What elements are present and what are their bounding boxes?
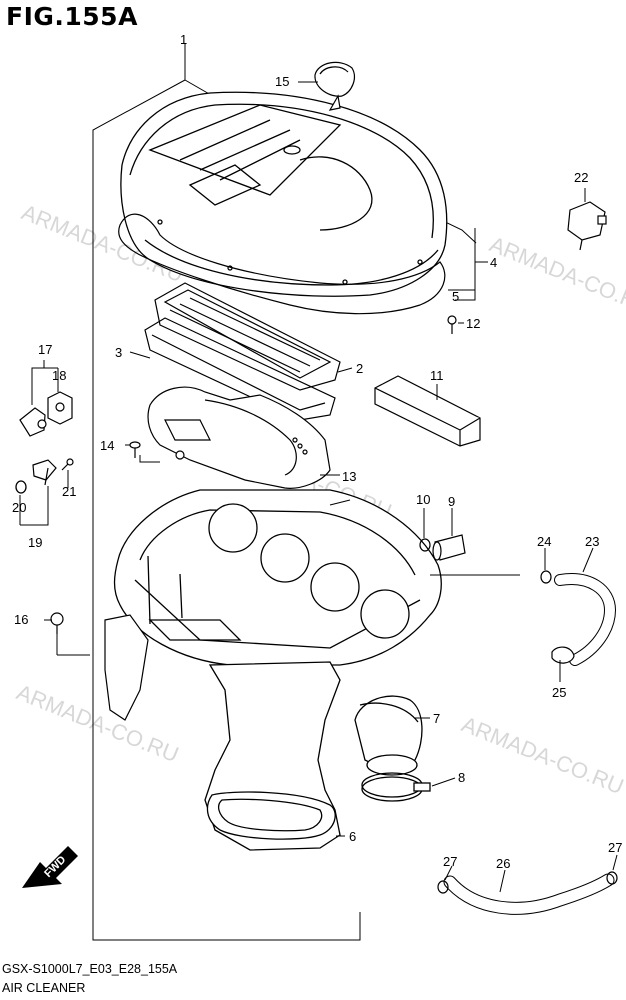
fwd-arrow-icon: FWD (22, 846, 78, 888)
intake-funnel-housing (147, 386, 331, 489)
callout-17: 17 (38, 342, 52, 357)
watermark-4: ARMADA-CO.RU (13, 679, 182, 767)
callout-22: 22 (574, 170, 588, 185)
callout-26: 26 (496, 856, 510, 871)
sensor-boot (47, 391, 73, 425)
intake-air-pressure-sensor (567, 201, 607, 251)
filter-frame (144, 317, 336, 421)
callout-25: 25 (552, 685, 566, 700)
callout-13: 13 (342, 469, 356, 484)
bolt-16 (50, 612, 64, 634)
hose-clip-27a (437, 880, 449, 894)
hose-clip-small (419, 538, 431, 552)
callout-12: 12 (466, 316, 480, 331)
figure-code: GSX-S1000L7_E03_E28_155A (2, 962, 178, 976)
intake-duct (204, 661, 341, 851)
callout-9: 9 (448, 494, 455, 509)
air-cleaner-cover (120, 91, 448, 297)
air-temp-sensor (19, 407, 47, 437)
callout-3: 3 (115, 345, 122, 360)
screw-21 (61, 458, 74, 471)
callout-24: 24 (537, 534, 551, 549)
callout-1: 1 (180, 32, 187, 47)
callout-21: 21 (62, 484, 76, 499)
screw-14 (129, 441, 141, 458)
hose-clip-27b (606, 871, 618, 885)
hose-clamp (361, 772, 431, 802)
callout-18: 18 (52, 368, 66, 383)
callout-7: 7 (433, 711, 440, 726)
resonator-block (374, 375, 481, 447)
callout-4: 4 (490, 255, 497, 270)
callout-labels: 1 2 3 4 5 6 7 8 9 10 11 12 13 14 15 16 1… (12, 32, 622, 871)
callout-8: 8 (458, 770, 465, 785)
filter-element (154, 282, 341, 391)
callout-15: 15 (275, 74, 289, 89)
callout-27a: 27 (443, 854, 457, 869)
callout-5: 5 (452, 289, 459, 304)
callout-10: 10 (416, 492, 430, 507)
callout-20: 20 (12, 500, 26, 515)
side-duct (104, 614, 149, 721)
screw-12 (447, 315, 457, 334)
short-hose (432, 534, 466, 561)
watermark-2: ARMADA-CO.RU (486, 231, 626, 319)
figure-name: AIR CLEANER (2, 981, 86, 995)
o-ring (15, 480, 27, 494)
callout-2: 2 (356, 361, 363, 376)
hose-clamp-25 (551, 646, 575, 664)
callout-19: 19 (28, 535, 42, 550)
hose-clip-24 (540, 570, 552, 584)
callout-6: 6 (349, 829, 356, 844)
callout-11: 11 (430, 368, 444, 383)
figure-title: FIG.155A (6, 2, 138, 31)
callout-27b: 27 (608, 840, 622, 855)
breather-cap (314, 61, 355, 111)
leader-lines (19, 44, 618, 940)
air-cleaner-case (113, 489, 442, 666)
sensor-bracket (32, 459, 57, 486)
watermark-5: ARMADA-CO.RU (458, 711, 626, 799)
callout-16: 16 (14, 612, 28, 627)
callout-14: 14 (100, 438, 114, 453)
cover-seal (118, 213, 446, 315)
callout-23: 23 (585, 534, 599, 549)
intake-funnel (354, 695, 423, 776)
